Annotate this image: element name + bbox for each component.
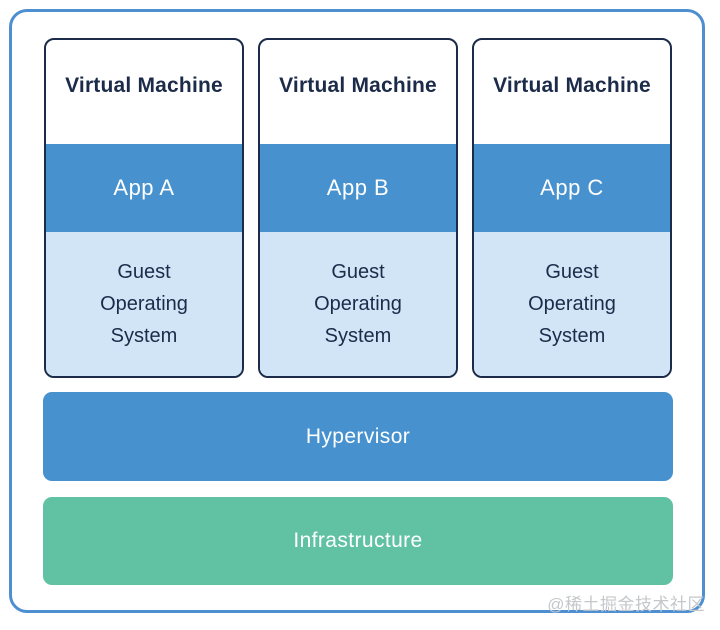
vm-2-app-label: App B (326, 175, 390, 200)
hypervisor-label: Hypervisor (305, 424, 411, 448)
virtual-machines-row: Virtual Machine App A Guest Operating Sy… (44, 38, 672, 378)
vm-1-title: Virtual Machine (65, 74, 223, 97)
vm-1-guest-os-band: Guest Operating System (46, 232, 242, 376)
vm-2-guest-os-label: Guest Operating System (314, 261, 402, 347)
watermark-text: @稀土掘金技术社区 (547, 595, 705, 614)
vm-2-title: Virtual Machine (279, 74, 437, 97)
vm-1-app-label: App A (113, 175, 175, 200)
virtual-machine-box-2: Virtual Machine App B Guest Operating Sy… (258, 38, 458, 378)
vm-1-guest-os-label: Guest Operating System (100, 261, 188, 347)
vm-3-guest-os-band: Guest Operating System (474, 232, 670, 376)
vm-3-guest-os-label: Guest Operating System (528, 261, 616, 347)
infrastructure-label: Infrastructure (293, 529, 423, 552)
vm-3-app-band: App C (474, 144, 670, 232)
vm-3-title: Virtual Machine (493, 74, 651, 97)
vm-2-app-band: App B (260, 144, 456, 232)
vm-3-app-label: App C (540, 175, 604, 200)
infrastructure-bar: Infrastructure (43, 497, 673, 585)
hypervisor-bar: Hypervisor (43, 392, 673, 481)
virtual-machine-box-1: Virtual Machine App A Guest Operating Sy… (44, 38, 244, 378)
virtual-machine-box-3: Virtual Machine App C Guest Operating Sy… (472, 38, 672, 378)
vm-1-app-band: App A (46, 144, 242, 232)
vm-2-guest-os-band: Guest Operating System (260, 232, 456, 376)
